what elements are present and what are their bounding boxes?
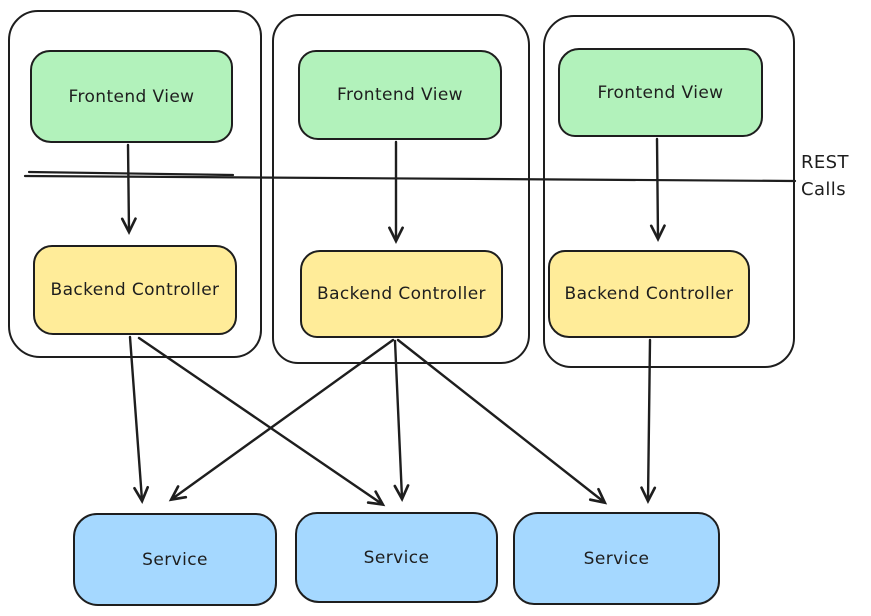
arrow-backend-2-to-service-2 xyxy=(393,339,410,502)
backend-controller-label-2: Backend Controller xyxy=(317,284,486,304)
frontend-view-node-1: Frontend View xyxy=(30,50,233,143)
service-node-2: Service xyxy=(295,512,498,603)
rest-calls-label: REST Calls xyxy=(801,149,849,203)
column-group-3 xyxy=(543,15,795,368)
backend-controller-node-1: Backend Controller xyxy=(33,245,237,335)
backend-controller-label-3: Backend Controller xyxy=(564,284,734,304)
frontend-view-node-2: Frontend View xyxy=(298,50,502,140)
rest-calls-label-line1: REST xyxy=(801,152,849,173)
service-node-3: Service xyxy=(513,512,720,605)
service-node-1: Service xyxy=(73,513,277,606)
backend-controller-label-1: Backend Controller xyxy=(50,280,220,300)
frontend-view-label-2: Frontend View xyxy=(337,85,463,105)
service-label-2: Service xyxy=(363,547,430,568)
service-label-3: Service xyxy=(583,548,650,569)
backend-controller-node-2: Backend Controller xyxy=(300,250,503,338)
frontend-view-label-3: Frontend View xyxy=(597,82,724,103)
backend-controller-node-3: Backend Controller xyxy=(548,250,750,338)
service-label-1: Service xyxy=(142,549,208,570)
frontend-view-label-1: Frontend View xyxy=(68,86,195,107)
arrow-backend-1-to-service-1 xyxy=(128,335,150,504)
frontend-view-node-3: Frontend View xyxy=(558,48,763,137)
rest-calls-label-line2: Calls xyxy=(801,179,846,200)
